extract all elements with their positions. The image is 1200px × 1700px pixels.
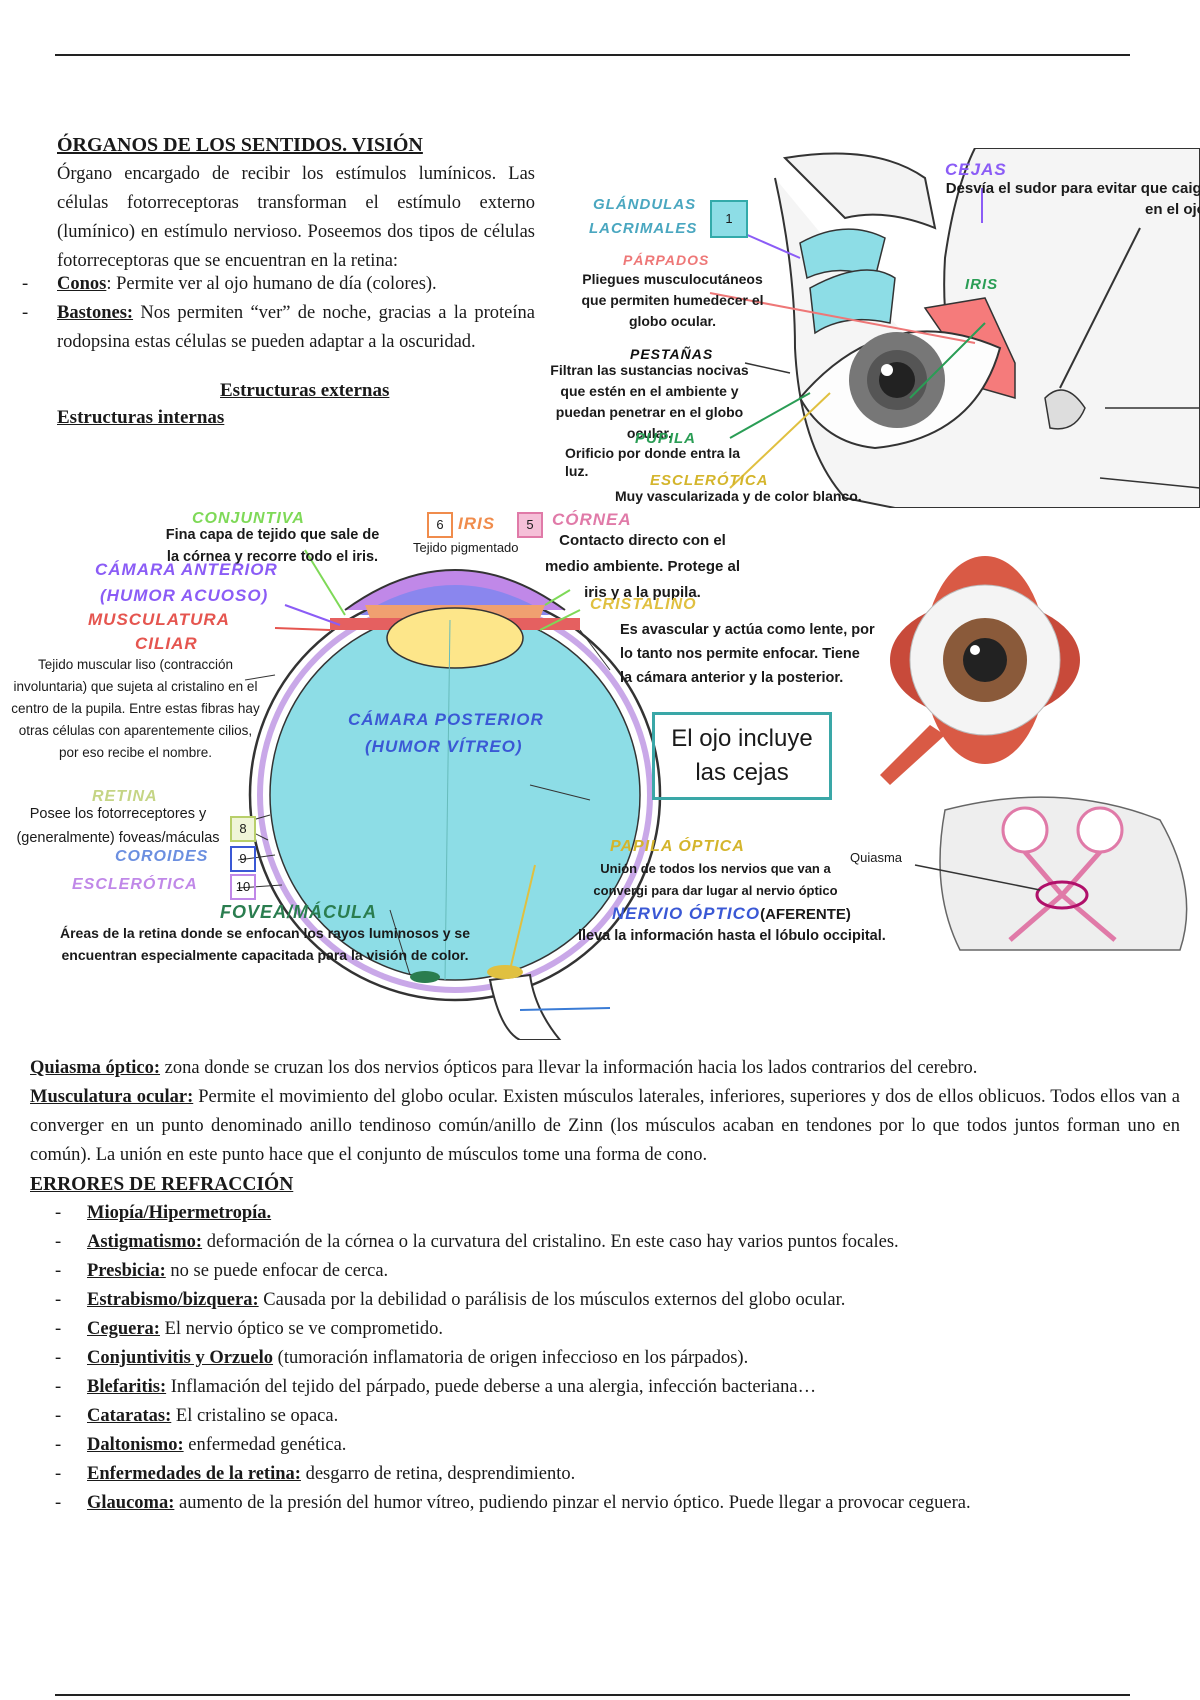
list-item: Ceguera: El nervio óptico se ve comprome… (30, 1315, 1180, 1344)
glandulas-number: 1 (710, 200, 748, 238)
errors-title: ERRORES DE REFRACCIÓN (30, 1174, 294, 1195)
intro-paragraph: Órgano encargado de recibir los estímulo… (57, 164, 535, 271)
esclerotica-external-description: Muy vascularizada y de color blanco. (615, 488, 862, 504)
pupila-label: PUPILA (635, 430, 697, 447)
pupila-description: Orificio por donde entra la luz. (565, 445, 741, 479)
coroides-number: 9 (230, 846, 256, 872)
internal-structures-heading: Estructuras internas (57, 407, 225, 428)
musculatura-ciliar-description: Tejido muscular liso (contracción involu… (11, 657, 260, 760)
list-item: Glaucoma: aumento de la presión del humo… (30, 1489, 1180, 1518)
list-item: Astigmatismo: deformación de la córnea o… (30, 1228, 1180, 1257)
body-text: Quiasma óptico: zona donde se cruzan los… (30, 1054, 1180, 1518)
pestanas-label: PESTAÑAS (630, 346, 714, 362)
eyebrows-callout-box: El ojo incluye las cejas (652, 712, 832, 800)
quiasma-paragraph: Quiasma óptico: zona donde se cruzan los… (30, 1058, 978, 1078)
retina-label: RETINA (92, 788, 158, 805)
glandulas-label-2: LACRIMALES (589, 220, 698, 237)
glandulas-label-1: GLÁNDULAS (593, 196, 697, 213)
bullet-conos: -Conos: Permite ver al ojo humano de día… (22, 274, 437, 294)
cristalino-description: Es avascular y actúa como lente, por lo … (620, 622, 875, 686)
retina-description: Posee los fotorreceptores y (generalment… (16, 806, 220, 846)
pestanas-description: Filtran las sustancias nocivas que estén… (550, 362, 749, 441)
iris-internal-label: IRIS (458, 514, 496, 533)
list-item: Blefaritis: Inflamación del tejido del p… (30, 1373, 1180, 1402)
quiasma-diagram-label: Quiasma (850, 850, 903, 865)
conjuntiva-description: Fina capa de tejido que sale de la córne… (165, 527, 380, 565)
errors-list: Miopía/Hipermetropía. Astigmatismo: defo… (30, 1199, 1180, 1518)
parpados-description: Pliegues musculocutáneos que permiten hu… (581, 271, 764, 329)
list-item: Estrabismo/bizquera: Causada por la debi… (30, 1286, 1180, 1315)
camara-posterior-label-1: CÁMARA POSTERIOR (348, 710, 544, 729)
retina-number: 8 (230, 816, 256, 842)
list-item: Cataratas: El cristalino se opaca. (30, 1402, 1180, 1431)
bullet-bastones: -Bastones: Nos permiten “ver” de noche, … (22, 303, 535, 352)
musculatura-ciliar-label-2: CILIAR (135, 634, 198, 653)
esclerotica-internal-label: ESCLERÓTICA (72, 876, 198, 893)
papila-optica-label: PAPILA ÓPTICA (610, 838, 745, 855)
nervio-optico-description: lleva la información hasta el lóbulo occ… (578, 928, 886, 944)
cejas-description: Desvía el sudor para evitar que caiga en… (945, 180, 1200, 218)
external-eye-illustration (709, 147, 1200, 509)
fovea-description: Áreas de la retina donde se enfocan los … (59, 925, 471, 963)
camara-posterior-label-2: (HUMOR VÍTREO) (365, 737, 523, 756)
cornea-number: 5 (517, 512, 543, 538)
camara-anterior-label-2: (HUMOR ACUOSO) (100, 586, 269, 605)
cornea-description: Contacto directo con el medio ambiente. … (544, 532, 741, 601)
cristalino-label: CRISTALINO (590, 596, 697, 613)
esclerotica-number: 10 (230, 874, 256, 900)
iris-number: 6 (427, 512, 453, 538)
list-item: Conjuntivitis y Orzuelo (tumoración infl… (30, 1344, 1180, 1373)
parpados-label: PÁRPADOS (623, 252, 710, 268)
nervio-optico-suffix: (AFERENTE) (760, 906, 851, 923)
nervio-optico-heading: NERVIO ÓPTICO(AFERENTE) (612, 904, 851, 924)
coroides-label: COROIDES (115, 848, 209, 865)
external-structures-heading: Estructuras externas (220, 380, 390, 401)
cornea-label: CÓRNEA (552, 510, 632, 529)
internal-eye-diagram: CONJUNTIVA Fina capa de tejido que sale … (0, 510, 1200, 1040)
musculatura-ciliar-label-1: MUSCULATURA (88, 610, 230, 629)
list-item: Enfermedades de la retina: desgarro de r… (30, 1460, 1180, 1489)
cejas-label: CEJAS (945, 160, 1007, 179)
conjuntiva-label: CONJUNTIVA (192, 510, 305, 527)
list-item: Presbicia: no se puede enfocar de cerca. (30, 1257, 1180, 1286)
musculatura-paragraph: Musculatura ocular: Permite el movimient… (30, 1087, 1180, 1165)
page-title: ÓRGANOS DE LOS SENTIDOS. VISIÓN (57, 134, 423, 156)
papila-optica-description: Unión de todos los nervios que van a con… (593, 861, 838, 898)
esclerotica-external-label: ESCLERÓTICA (650, 472, 769, 489)
external-eye-diagram: CEJAS Desvía el sudor para evitar que ca… (545, 147, 1200, 509)
list-item: Miopía/Hipermetropía. (30, 1199, 1180, 1228)
nervio-optico-label: NERVIO ÓPTICO (612, 904, 761, 923)
intro-bullets: -Conos: Permite ver al ojo humano de día… (22, 270, 535, 357)
top-rule (55, 54, 1130, 56)
bottom-rule (55, 1694, 1130, 1696)
iris-external-label: IRIS (965, 276, 999, 293)
camara-anterior-label-1: CÁMARA ANTERIOR (95, 560, 278, 579)
list-item: Daltonismo: enfermedad genética. (30, 1431, 1180, 1460)
internal-eye-illustration (234, 549, 1188, 1040)
fovea-label: FOVEA/MÁCULA (220, 902, 377, 922)
iris-description: Tejido pigmentado (413, 540, 519, 555)
